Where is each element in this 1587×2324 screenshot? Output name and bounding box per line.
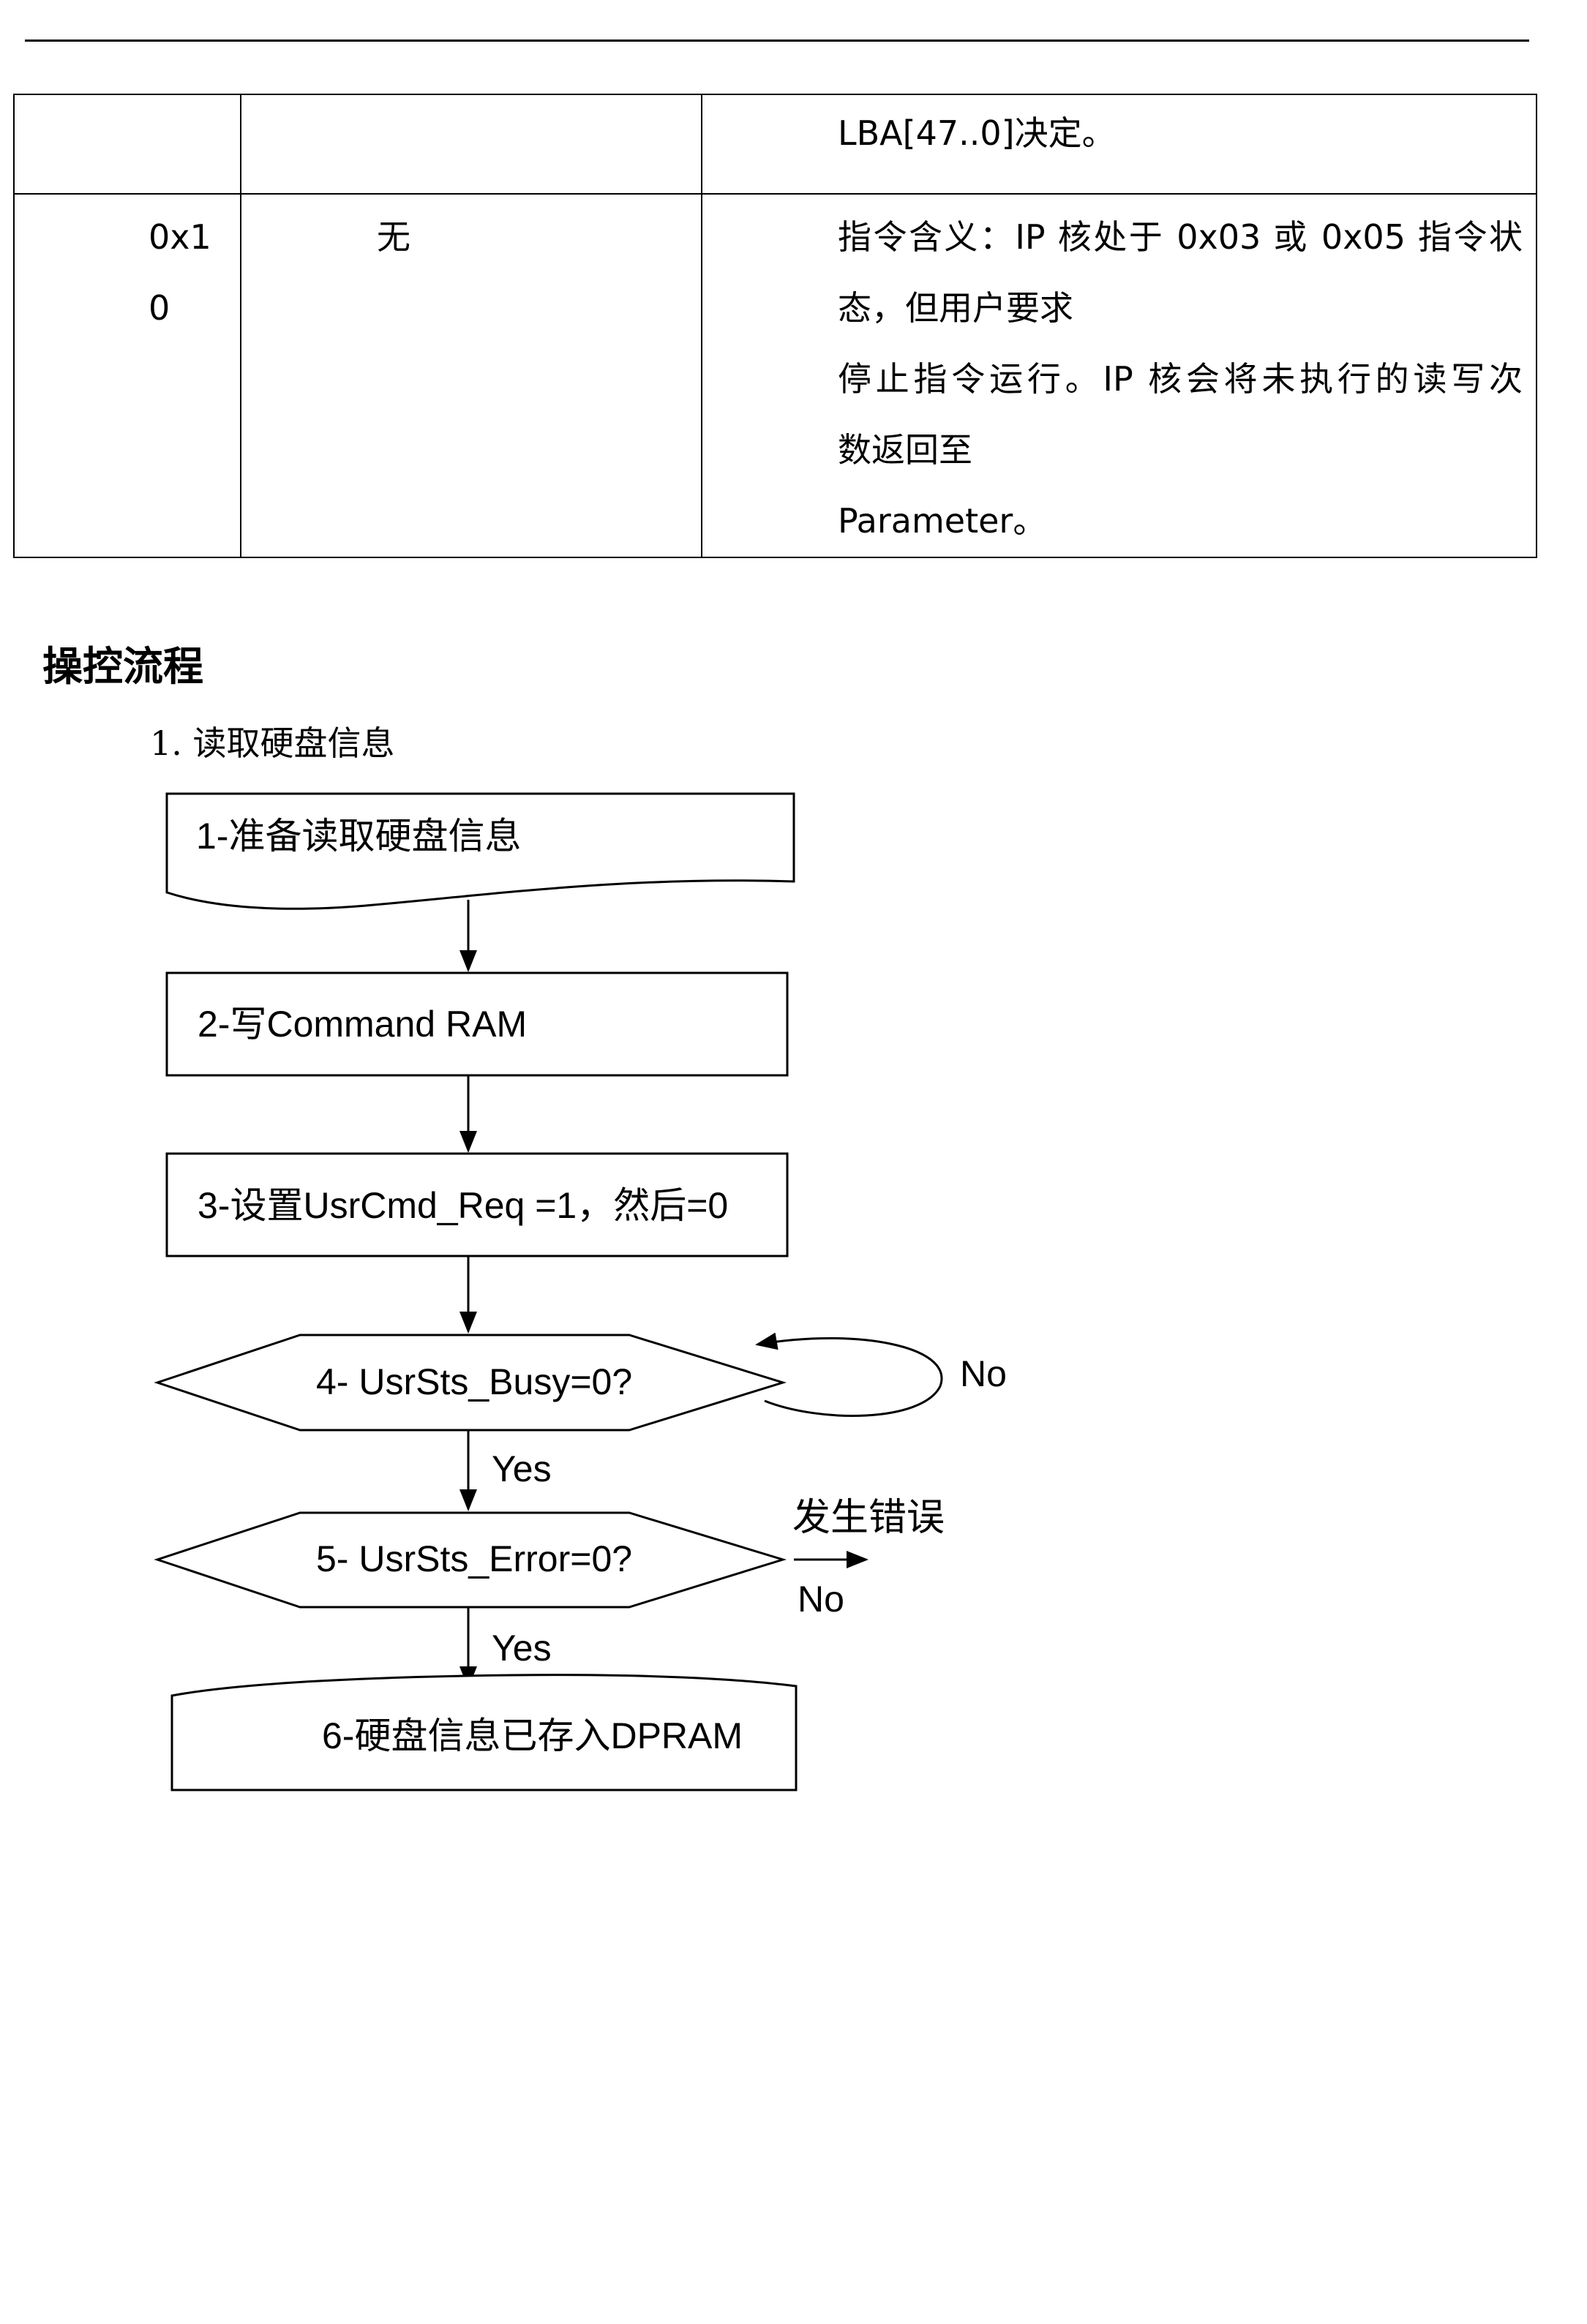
step4-shape bbox=[154, 1334, 787, 1432]
desc-line: Parameter。 bbox=[838, 501, 1047, 541]
table-cell-param bbox=[240, 94, 702, 195]
table-cell-param: 无 bbox=[240, 193, 702, 558]
step1-shape bbox=[165, 792, 795, 910]
yes-label-2: Yes bbox=[492, 1628, 552, 1669]
desc-line: 指令含义：IP 核处于 0x03 或 0x05 指令状 bbox=[838, 217, 1523, 257]
error-no-label: No bbox=[798, 1579, 844, 1620]
yes-label-1: Yes bbox=[492, 1448, 552, 1489]
command-table: LBA[47..0]决定。 0x1 0 无 指令含义：IP 核处于 0x03 或… bbox=[13, 94, 1537, 558]
step2-label: 2-写Command RAM bbox=[198, 1004, 527, 1045]
code-line: 0x1 bbox=[149, 217, 211, 257]
table-cell-desc: LBA[47..0]决定。 bbox=[701, 94, 1537, 195]
desc-line: LBA[47..0]决定。 bbox=[838, 113, 1116, 153]
desc-line: 停止指令运行。IP 核会将未执行的读写次 bbox=[838, 359, 1523, 399]
code-line: 0 bbox=[149, 288, 170, 328]
desc-line: 数返回至 bbox=[838, 430, 972, 470]
step5-label: 5- UsrSts_Error=0? bbox=[316, 1538, 632, 1579]
flowchart: 1-准备读取硬盘信息 2-写Command RAM 3-设置UsrCmd_Req… bbox=[154, 792, 1007, 1791]
table-cell-code: 0x1 0 bbox=[13, 193, 241, 558]
step1-label: 1-准备读取硬盘信息 bbox=[196, 816, 521, 857]
step3-label: 3-设置UsrCmd_Req =1，然后=0 bbox=[198, 1185, 728, 1226]
error-label: 发生错误 bbox=[792, 1497, 945, 1539]
table-row: 0x1 0 无 指令含义：IP 核处于 0x03 或 0x05 指令状 态，但用… bbox=[13, 193, 1537, 558]
table-cell-desc: 指令含义：IP 核处于 0x03 或 0x05 指令状 态，但用户要求 停止指令… bbox=[701, 193, 1537, 558]
param-value: 无 bbox=[377, 217, 410, 257]
list-item-read-disk-info: 1. 读取硬盘信息 bbox=[150, 723, 395, 763]
step4-label: 4- UsrSts_Busy=0? bbox=[316, 1361, 632, 1402]
step3-shape bbox=[165, 1152, 789, 1257]
step5-shape bbox=[154, 1511, 787, 1609]
section-title: 操控流程 bbox=[42, 642, 204, 690]
step6-shape bbox=[170, 1674, 798, 1791]
busy-loop-arrow bbox=[755, 1332, 943, 1417]
step6-label: 6-硬盘信息已存入DPRAM bbox=[322, 1715, 743, 1756]
table-row: LBA[47..0]决定。 bbox=[13, 94, 1537, 195]
desc-line: 态，但用户要求 bbox=[838, 288, 1073, 328]
busy-no-label: No bbox=[960, 1353, 1007, 1394]
header-rule bbox=[25, 40, 1529, 42]
table-cell-code bbox=[13, 94, 241, 195]
step2-shape bbox=[165, 971, 789, 1077]
